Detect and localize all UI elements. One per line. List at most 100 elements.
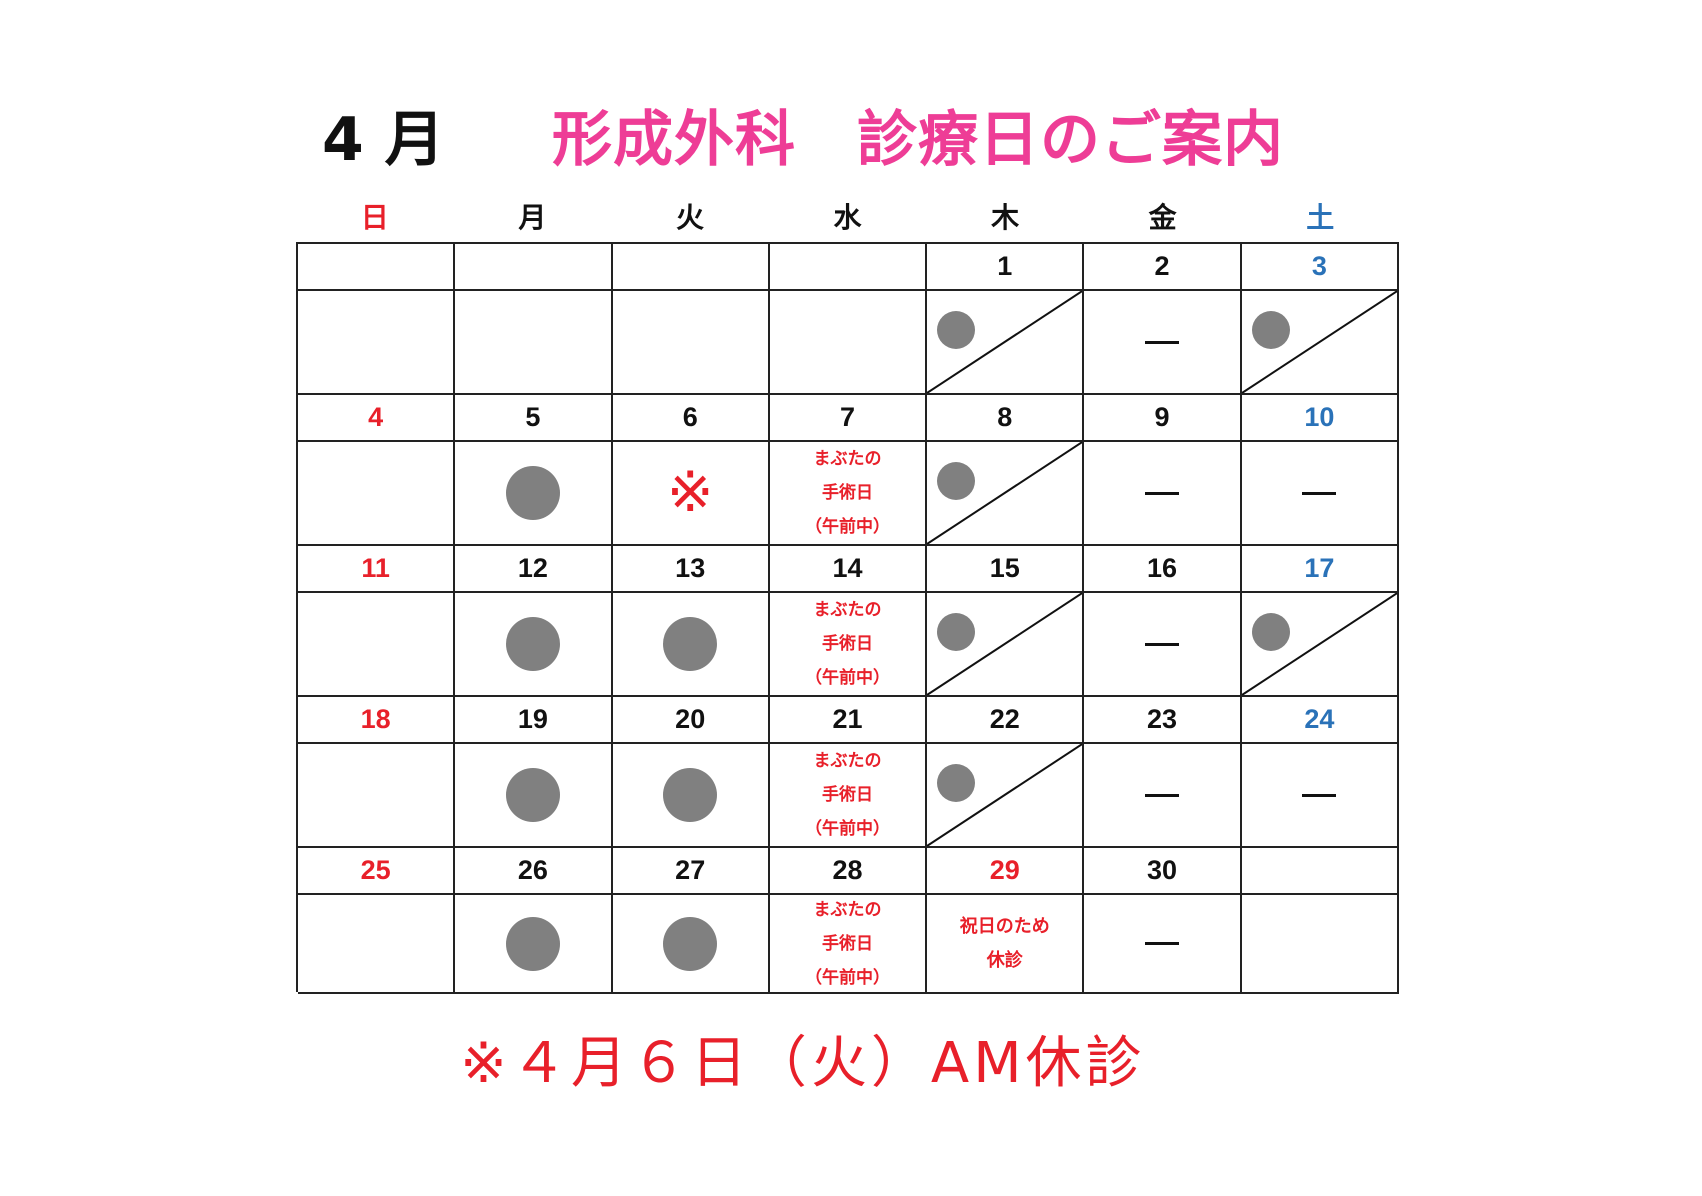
status-cell-empty: [298, 442, 456, 546]
day-number: 15: [989, 553, 1020, 583]
open-dot-icon: [663, 617, 718, 671]
diagonal-line-icon: [927, 291, 1082, 393]
weekday-label: 木: [991, 201, 1020, 234]
day-number: 29: [989, 855, 1020, 885]
morning-dot-icon: [937, 462, 976, 500]
weekday-label: 土: [1306, 201, 1335, 234]
day-number: 26: [517, 855, 548, 885]
date-cell: 25: [298, 848, 456, 895]
holiday-note: 祝日のため休診: [960, 910, 1050, 978]
morning-dot-icon: [937, 311, 976, 349]
diagonal-line-icon: [927, 744, 1082, 846]
date-cell: 22: [927, 697, 1085, 744]
date-cell: 26: [455, 848, 613, 895]
open-dot-icon: [505, 768, 560, 822]
date-cell: 14: [769, 546, 928, 593]
surgery-note: まぶたの手術日（午前中）: [805, 744, 890, 846]
closed-dash-icon: [1145, 491, 1180, 495]
status-cell-open: [612, 744, 770, 848]
date-cell: 24: [1241, 697, 1399, 744]
status-cell-empty: [455, 291, 613, 395]
morning-dot-icon: [1251, 311, 1290, 349]
day-number: 23: [1147, 704, 1178, 734]
date-cell: [1241, 848, 1399, 895]
page-title: 形成外科 診療日のご案内: [552, 105, 1284, 175]
status-cell-surgery: まぶたの手術日（午前中）: [769, 895, 928, 994]
status-cell-open: [455, 895, 613, 994]
morning-dot-icon: [937, 613, 976, 651]
surgery-note: まぶたの手術日 （午前中）: [805, 593, 890, 695]
status-cell-surgery: まぶたの手術日（午前中）: [769, 744, 928, 848]
status-cell-half: [1241, 593, 1399, 697]
closed-dash-icon: [1302, 793, 1337, 797]
diagonal-line-icon: [927, 442, 1082, 544]
day-number: 2: [1154, 251, 1170, 281]
status-cell-closed: [1241, 744, 1399, 848]
morning-dot-icon: [1251, 613, 1290, 651]
date-cell: 23: [1084, 697, 1242, 744]
status-cell-open: [612, 593, 770, 697]
day-number: 27: [675, 855, 706, 885]
date-cell: 21: [769, 697, 928, 744]
day-number: 16: [1147, 553, 1178, 583]
date-cell: 1: [927, 244, 1085, 291]
day-number: 21: [832, 704, 863, 734]
day-number: 30: [1147, 855, 1178, 885]
day-number: 8: [997, 402, 1013, 432]
status-cell-open: [612, 895, 770, 994]
surgery-note: まぶたの手術日（午前中）: [805, 895, 890, 992]
closed-dash-icon: [1145, 642, 1180, 646]
reference-mark-icon: ※: [666, 460, 714, 525]
date-cell: 27: [612, 848, 770, 895]
note-line: 休診: [986, 949, 1023, 971]
status-cell-open: [455, 593, 613, 697]
note-line: まぶたの: [813, 600, 882, 620]
diagonal-line-icon: [1242, 593, 1397, 695]
status-cell-closed: [1084, 291, 1242, 395]
open-dot-icon: [505, 617, 560, 671]
note-line: 祝日のため: [959, 915, 1050, 937]
day-number: 4: [368, 402, 384, 432]
status-cell-empty: [769, 291, 928, 395]
open-dot-icon: [663, 768, 718, 822]
status-cell-closed: [1084, 593, 1242, 697]
day-number: 24: [1304, 704, 1335, 734]
date-cell: [769, 244, 928, 291]
day-number: 10: [1304, 402, 1335, 432]
day-number: 6: [682, 402, 698, 432]
status-cell-empty: [298, 291, 456, 395]
day-number: 7: [839, 402, 855, 432]
date-cell: 8: [927, 395, 1085, 442]
status-cell-empty: [298, 895, 456, 994]
date-cell: 29: [927, 848, 1085, 895]
note-line: まぶたの: [813, 449, 882, 469]
status-cell-half: [927, 442, 1085, 546]
diagonal-line-icon: [927, 593, 1082, 695]
note-line: 手術日: [821, 634, 873, 654]
date-cell: 18: [298, 697, 456, 744]
morning-dot-icon: [937, 764, 976, 802]
day-number: 3: [1311, 251, 1327, 281]
status-cell-closed: [1084, 744, 1242, 848]
date-cell: [455, 244, 613, 291]
day-number: 17: [1304, 553, 1335, 583]
date-cell: [612, 244, 770, 291]
status-cell-open: [455, 442, 613, 546]
status-cell-holiday: 祝日のため休診: [927, 895, 1085, 994]
day-number: 28: [832, 855, 863, 885]
date-cell: 2: [1084, 244, 1242, 291]
status-cell-closed: [1084, 895, 1242, 994]
note-line: まぶたの: [813, 899, 882, 920]
day-number: 25: [360, 855, 391, 885]
date-cell: 10: [1241, 395, 1399, 442]
diagonal-line-icon: [1242, 291, 1397, 393]
status-cell-surgery: まぶたの手術日（午前中）: [769, 442, 928, 546]
status-cell-surgery: まぶたの手術日 （午前中）: [769, 593, 928, 697]
day-number: 19: [517, 704, 548, 734]
date-cell: 30: [1084, 848, 1242, 895]
day-number: 9: [1154, 402, 1170, 432]
weekday-label: 日: [360, 201, 389, 234]
note-line: （午前中）: [804, 668, 890, 688]
